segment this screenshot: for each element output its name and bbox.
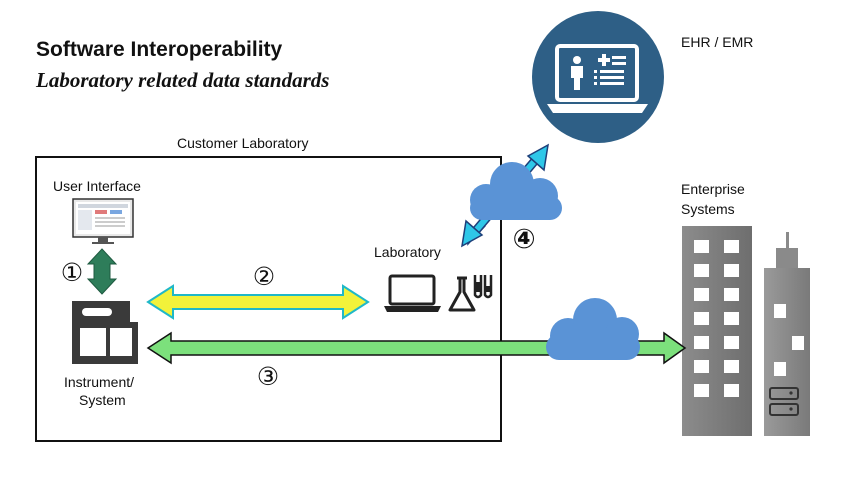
- instrument-label-2: System: [79, 392, 126, 408]
- enterprise-label-1: Enterprise: [681, 181, 745, 197]
- marker-3: ③: [257, 362, 279, 391]
- arrow-instrument-enterprise: [146, 331, 687, 365]
- test-tubes-icon: [473, 275, 493, 299]
- marker-4: ④: [513, 224, 536, 255]
- instrument-icon: [72, 301, 138, 364]
- flask-icon: [448, 276, 476, 312]
- building-icon: [682, 226, 810, 436]
- cloud-icon-2: [546, 298, 640, 360]
- marker-2: ②: [253, 262, 275, 291]
- user-interface-label: User Interface: [53, 178, 141, 194]
- page-subtitle: Laboratory related data standards: [36, 68, 330, 92]
- cloud-icon: [470, 162, 562, 220]
- customer-lab-box: [35, 156, 502, 442]
- customer-lab-label: Customer Laboratory: [177, 135, 309, 151]
- ehr-laptop-icon: [532, 11, 664, 143]
- enterprise-label-2: Systems: [681, 201, 735, 217]
- page-title: Software Interoperability: [36, 38, 283, 61]
- laboratory-label: Laboratory: [374, 244, 441, 260]
- marker-1: ①: [61, 258, 83, 287]
- ehr-label: EHR / EMR: [681, 34, 754, 50]
- arrow-instrument-lab: [146, 284, 370, 320]
- arrow-ui-instrument: [86, 248, 118, 295]
- instrument-label-1: Instrument/: [64, 374, 135, 390]
- laptop-icon: [384, 274, 441, 312]
- monitor-icon: [72, 198, 134, 244]
